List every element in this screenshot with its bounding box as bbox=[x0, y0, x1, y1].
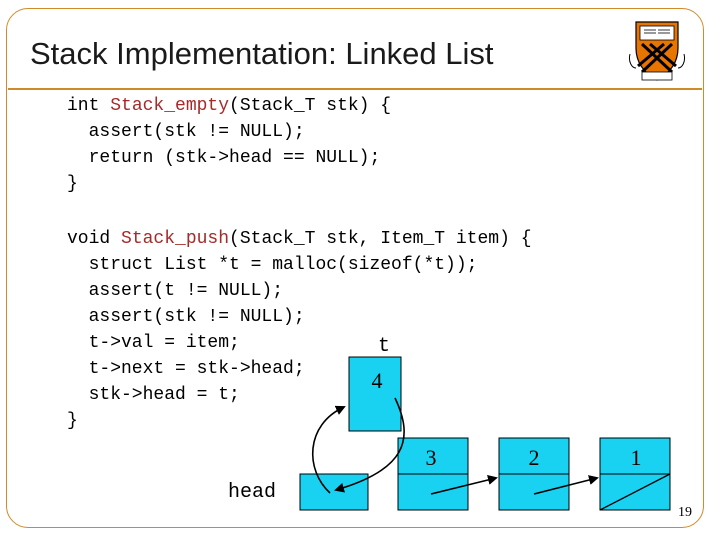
slide-frame bbox=[6, 8, 704, 528]
code-line: assert(stk != NULL); bbox=[67, 122, 305, 142]
code-line: assert(stk != NULL); bbox=[67, 307, 305, 327]
princeton-shield-icon bbox=[629, 21, 685, 81]
code-line: t->next = stk->head; bbox=[67, 359, 305, 379]
code-signature: (Stack_T stk) { bbox=[229, 96, 392, 116]
stack-push-code: void Stack_push(Stack_T stk, Item_T item… bbox=[67, 226, 532, 434]
code-keyword: void bbox=[67, 229, 122, 249]
page-number: 19 bbox=[678, 505, 692, 520]
code-line: t->val = item; bbox=[67, 333, 240, 353]
stack-empty-code: int Stack_empty(Stack_T stk) { assert(st… bbox=[67, 93, 391, 197]
title-rule bbox=[8, 88, 702, 90]
code-line: return (stk->head == NULL); bbox=[67, 148, 381, 168]
code-signature: (Stack_T stk, Item_T item) { bbox=[229, 229, 532, 249]
code-line: } bbox=[67, 411, 78, 431]
code-line: struct List *t = malloc(sizeof(*t)); bbox=[67, 255, 478, 275]
code-line: assert(t != NULL); bbox=[67, 281, 284, 301]
function-name: Stack_empty bbox=[110, 96, 230, 116]
slide-title: Stack Implementation: Linked List bbox=[30, 36, 494, 71]
code-keyword: int bbox=[67, 96, 111, 116]
code-line: stk->head = t; bbox=[67, 385, 240, 405]
function-name: Stack_push bbox=[121, 229, 230, 249]
code-line: } bbox=[67, 174, 78, 194]
